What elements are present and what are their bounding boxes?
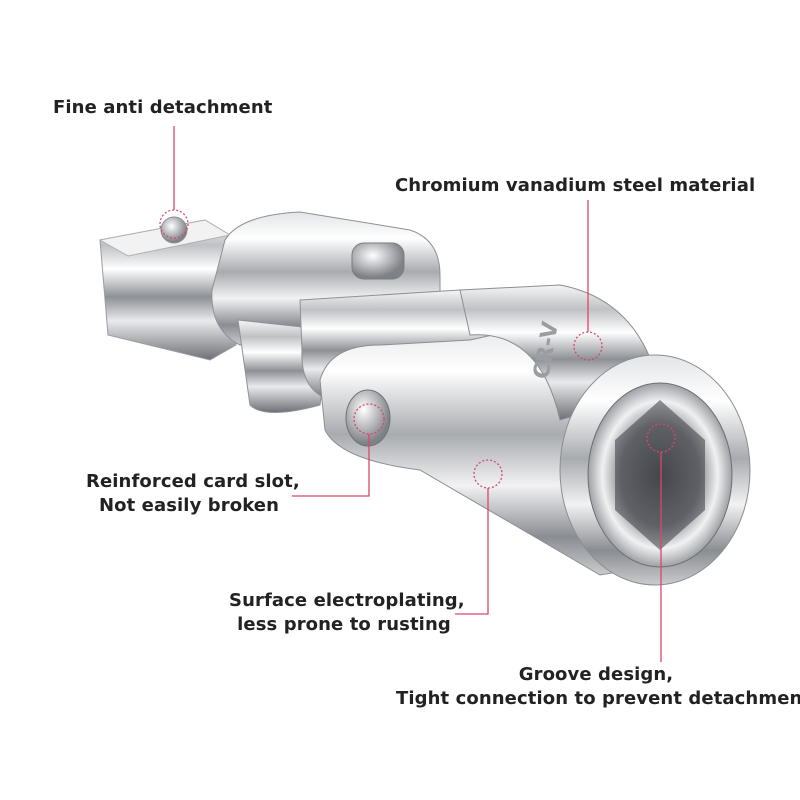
callout-plating-line-1: Surface electroplating, (229, 590, 465, 611)
callout-plating-line-2: less prone to rusting (237, 614, 451, 635)
callout-anti-detachment: Fine anti detachment (53, 97, 273, 118)
callout-groove-line-2: Tight connection to prevent detachment (396, 688, 800, 709)
callout-line-plating (455, 488, 489, 615)
detent-ball (160, 216, 188, 244)
callout-plating: Surface electroplating, less prone to ru… (229, 589, 465, 637)
hex-groove (615, 400, 705, 550)
callout-card-slot: Reinforced card slot, Not easily broken (86, 470, 300, 518)
socket-body: CR-V (319, 284, 751, 586)
callout-groove: Groove design, Tight connection to preve… (396, 663, 800, 711)
pivot-pin-side (345, 389, 391, 447)
callout-marker-card-slot (353, 403, 385, 435)
callout-groove-line-1: Groove design, (518, 664, 674, 685)
square-drive (98, 216, 237, 361)
callout-lines (159, 126, 676, 662)
callout-card-slot-line-1: Reinforced card slot, (86, 471, 300, 492)
callout-material: Chromium vanadium steel material (395, 175, 756, 196)
callout-line-card-slot (292, 434, 370, 497)
pivot-pin-top (351, 242, 405, 280)
callout-card-slot-line-2: Not easily broken (98, 495, 280, 516)
